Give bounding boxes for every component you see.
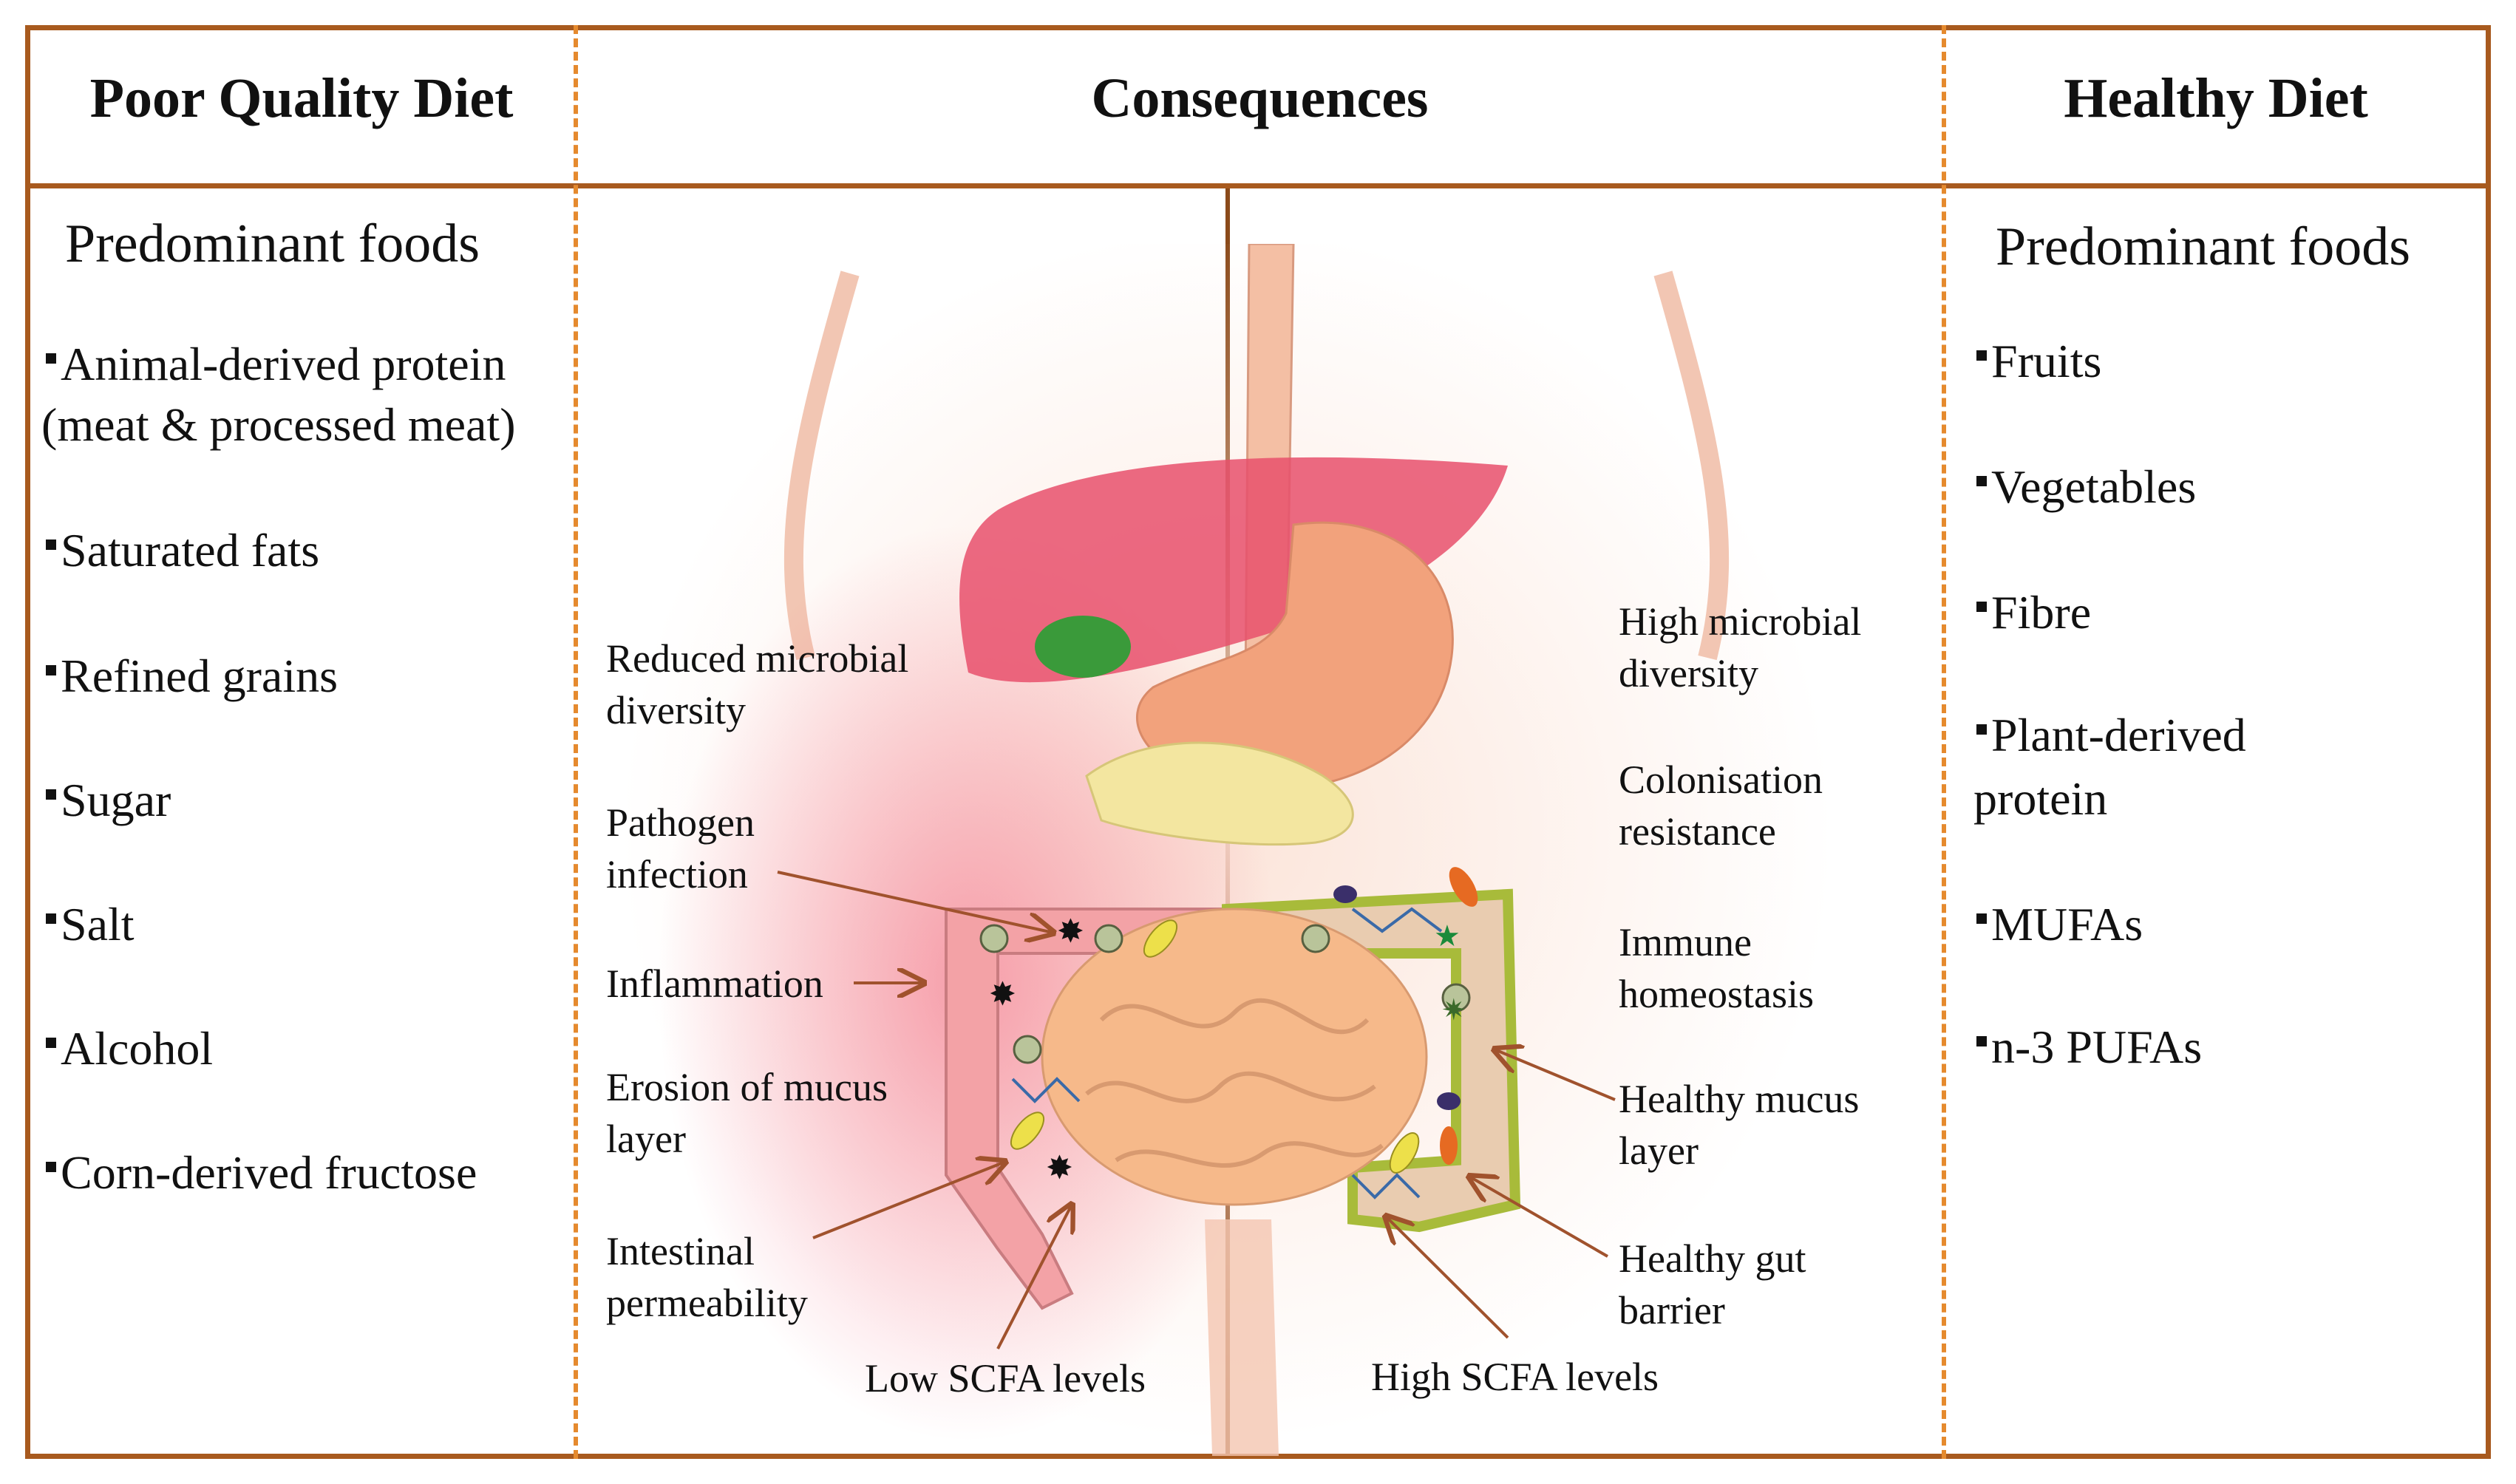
rectum xyxy=(1205,1219,1279,1456)
bacteria-rod-icon xyxy=(1333,885,1357,903)
bacteria-rod-icon xyxy=(1437,1092,1461,1110)
bullet-icon xyxy=(46,913,56,924)
label-high-diversity: High microbial diversity xyxy=(1619,599,1862,695)
scfa-molecule-icon: ✷ xyxy=(1441,993,1466,1027)
poor-food-item-cont: (meat & processed meat) xyxy=(41,398,516,451)
bullet-icon xyxy=(1976,602,1987,612)
healthy-food-item: Vegetables xyxy=(1976,457,2196,517)
bullet-icon xyxy=(46,789,56,800)
high-scfa-arrow xyxy=(1386,1216,1509,1339)
left-dashed-divider xyxy=(574,25,578,1459)
label-healthy-mucus: Healthy mucus layer xyxy=(1619,1077,1860,1173)
healthy-food-item: MUFAs xyxy=(1976,894,2143,955)
intestine-fold xyxy=(1085,1071,1376,1103)
bullet-icon xyxy=(1976,1036,1987,1046)
bacteria-sphere-icon xyxy=(979,924,1009,953)
bullet-icon xyxy=(1976,350,1987,361)
poor-food-item: Corn-derived fructose xyxy=(46,1143,477,1203)
healthy-mucus-arrow xyxy=(1495,1049,1616,1101)
pathogen-star-icon: ✸ xyxy=(989,976,1016,1012)
intestine-fold xyxy=(1115,1141,1384,1168)
bacteria-sphere-icon xyxy=(1301,924,1330,953)
label-healthy-barrier: Healthy gut barrier xyxy=(1619,1236,1806,1332)
bacteria-sphere-icon xyxy=(1013,1035,1042,1064)
right-flank-outline xyxy=(1653,270,1730,661)
bullet-icon xyxy=(1976,724,1987,735)
label-low-scfa: Low SCFA levels xyxy=(865,1356,1146,1400)
scfa-molecule-icon xyxy=(1351,1173,1421,1199)
healthy-barrier-arrow xyxy=(1469,1177,1609,1258)
diagram-frame xyxy=(25,25,2491,1459)
bullet-icon xyxy=(46,1162,56,1172)
label-pathogen-infection: Pathogen infection xyxy=(606,800,755,896)
poor-food-item: Animal-derived protein xyxy=(46,334,506,395)
label-intestinal-permeability: Intestinal permeability xyxy=(606,1229,808,1325)
bacteria-rod-icon xyxy=(1449,867,1478,907)
healthy-food-item: Fibre xyxy=(1976,582,2091,643)
healthy-food-item-cont: protein xyxy=(1973,772,2108,825)
bullet-icon xyxy=(46,353,56,364)
label-immune-homeostasis: Immune homeostasis xyxy=(1619,920,1814,1016)
bullet-icon xyxy=(1976,913,1987,924)
poor-food-item: Sugar xyxy=(46,770,171,831)
header-consequences: Consequences xyxy=(1091,67,1429,129)
intestinal-permeability-arrow xyxy=(812,1162,1005,1239)
digestive-tract-illustration: ✸ ✸ ✸ ★ ✷ xyxy=(621,244,1833,1456)
bacteria-rod-icon xyxy=(1440,1126,1458,1165)
header-healthy-diet: Healthy Diet xyxy=(2064,67,2368,129)
bacteria-rod-icon xyxy=(1389,1132,1420,1174)
bacteria-rod-icon xyxy=(1143,919,1178,958)
bacteria-sphere-icon xyxy=(1441,983,1471,1012)
label-reduced-diversity: Reduced microbial diversity xyxy=(606,636,909,732)
scfa-molecule-icon: ★ xyxy=(1434,919,1461,953)
pathogen-star-icon: ✸ xyxy=(1046,1150,1073,1186)
poor-food-item: Saturated fats xyxy=(46,520,319,581)
poor-food-item: Salt xyxy=(46,894,135,955)
bullet-icon xyxy=(46,665,56,675)
bacteria-rod-icon xyxy=(1010,1112,1045,1150)
bacteria-sphere-icon xyxy=(1094,924,1123,953)
gallbladder xyxy=(1035,616,1131,678)
poor-food-item: Refined grains xyxy=(46,646,338,707)
bullet-icon xyxy=(46,1038,56,1048)
pathogen-infection-arrow xyxy=(777,871,1053,933)
healthy-foods-title: Predominant foods xyxy=(1996,217,2411,277)
healthy-food-item: n-3 PUFAs xyxy=(1976,1017,2202,1078)
header-divider xyxy=(25,183,2491,188)
bullet-icon xyxy=(46,540,56,550)
bullet-icon xyxy=(1976,476,1987,486)
label-colonisation-resistance: Colonisation resistance xyxy=(1619,758,1823,854)
healthy-food-item: Plant-derived xyxy=(1976,705,2246,766)
label-high-scfa: High SCFA levels xyxy=(1371,1355,1659,1399)
healthy-food-item: Fruits xyxy=(1976,331,2101,392)
scfa-molecule-icon xyxy=(1351,907,1443,933)
low-scfa-arrow xyxy=(996,1205,1072,1349)
pathogen-star-icon: ✸ xyxy=(1057,913,1084,950)
label-erosion-mucus: Erosion of mucus layer xyxy=(606,1065,888,1161)
label-inflammation: Inflammation xyxy=(606,961,823,1006)
intestine-fold xyxy=(1099,998,1370,1035)
pancreas xyxy=(1085,741,1354,846)
header-poor-diet: Poor Quality Diet xyxy=(89,67,514,129)
poor-food-item: Alcohol xyxy=(46,1018,213,1079)
scfa-molecule-icon xyxy=(1011,1077,1081,1103)
small-intestine xyxy=(1041,908,1428,1206)
right-dashed-divider xyxy=(1942,25,1946,1459)
poor-foods-title: Predominant foods xyxy=(65,214,480,274)
